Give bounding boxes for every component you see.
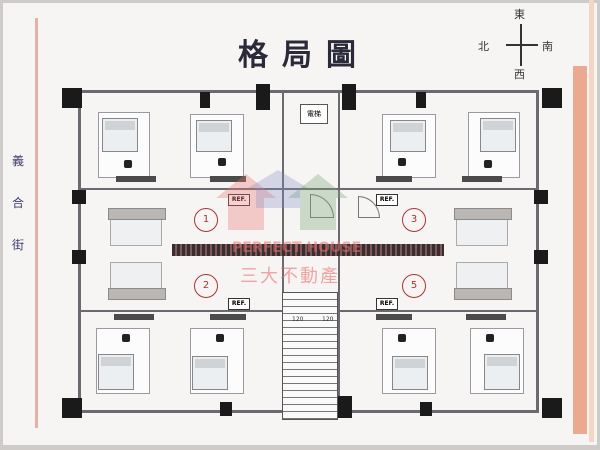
stair-dimension: 120 <box>322 316 334 323</box>
right-border-stripe <box>573 66 587 434</box>
column <box>62 398 82 418</box>
left-border-stripe <box>35 18 38 428</box>
chair <box>398 334 406 342</box>
desk <box>462 176 502 182</box>
desk <box>210 176 246 182</box>
bed <box>102 118 138 152</box>
desk <box>116 176 156 182</box>
bed <box>484 354 520 390</box>
chair <box>218 158 226 166</box>
compass-north-label: 北 <box>478 40 489 53</box>
central-corridor <box>172 244 444 256</box>
floor-plan: REF. REF. 1 2 3 5 REF. REF. 電梯 120 120 <box>60 84 562 420</box>
stair-dimension: 120 <box>292 316 304 323</box>
chair <box>486 334 494 342</box>
page-title: 格局圖 <box>238 38 370 73</box>
bed <box>390 120 426 152</box>
watermark-brand-cn: 三大不動產 <box>240 266 340 287</box>
fridge-label: REF. <box>376 298 398 310</box>
desk <box>376 176 412 182</box>
watermark-brand-en: PERFECT HOUSE <box>232 240 362 256</box>
bed <box>192 356 228 390</box>
column <box>256 84 270 110</box>
unit-marker: 5 <box>402 274 426 298</box>
watermark-logo <box>216 170 348 230</box>
desk <box>114 314 154 320</box>
column <box>338 396 352 418</box>
right-border-stripe-light <box>589 0 594 442</box>
column <box>72 190 86 204</box>
column <box>72 250 86 264</box>
chair <box>216 334 224 342</box>
wall-top <box>80 90 536 93</box>
bed <box>392 356 428 390</box>
column <box>342 84 356 110</box>
column <box>416 92 426 108</box>
desk <box>376 314 412 320</box>
chair <box>398 158 406 166</box>
column <box>534 190 548 204</box>
unit-marker: 1 <box>194 208 218 232</box>
column <box>542 88 562 108</box>
desk <box>466 314 506 320</box>
street-name-label: 義合街 <box>12 154 25 252</box>
column <box>200 92 210 108</box>
bed <box>98 354 134 390</box>
compass-horizontal-line <box>506 44 538 46</box>
chair <box>124 160 132 168</box>
sofa <box>454 288 512 300</box>
unit-marker: 2 <box>194 274 218 298</box>
elevator-label: 電梯 <box>300 104 328 124</box>
chair <box>122 334 130 342</box>
compass-south-label: 南 <box>542 40 553 53</box>
fridge-label: REF. <box>376 194 398 206</box>
fridge-label: REF. <box>228 298 250 310</box>
fridge-label: REF. <box>228 194 250 206</box>
compass-west-label: 西 <box>514 68 525 81</box>
wall-mid-top <box>80 188 536 190</box>
bed <box>196 120 232 152</box>
column <box>534 250 548 264</box>
unit-marker: 3 <box>402 208 426 232</box>
column <box>542 398 562 418</box>
staircase <box>282 292 338 420</box>
sofa <box>454 208 512 220</box>
compass-east-label: 東 <box>514 8 525 21</box>
sofa <box>108 208 166 220</box>
sofa <box>108 288 166 300</box>
column <box>62 88 82 108</box>
chair <box>484 160 492 168</box>
column <box>420 402 432 416</box>
column <box>220 402 232 416</box>
desk <box>210 314 246 320</box>
bed <box>480 118 516 152</box>
